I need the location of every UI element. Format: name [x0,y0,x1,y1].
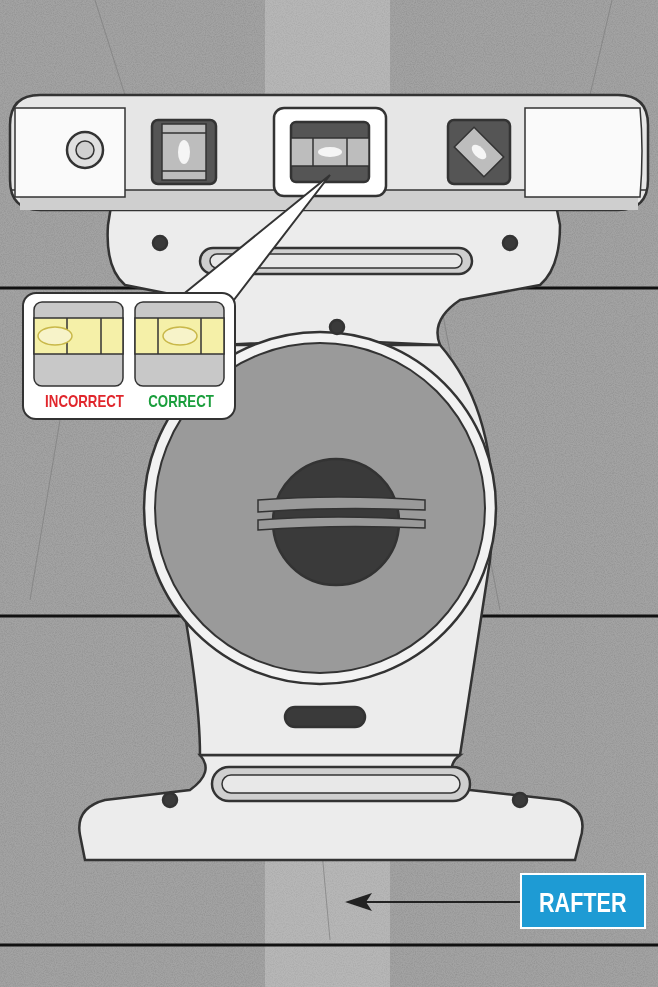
rafter-label-box: RAFTER [520,873,646,929]
leader-wedge [170,175,330,305]
correct-label: CORRECT [148,392,214,412]
vial-inset-incorrect [34,302,123,386]
rafter-label: RAFTER [539,887,627,919]
vial-inset-correct [135,302,224,386]
rafter-arrow [345,893,520,911]
incorrect-label: INCORRECT [45,392,124,412]
spirit-level [10,95,648,210]
callout-box: INCORRECT CORRECT [22,292,236,420]
shingle-lines [0,288,658,945]
